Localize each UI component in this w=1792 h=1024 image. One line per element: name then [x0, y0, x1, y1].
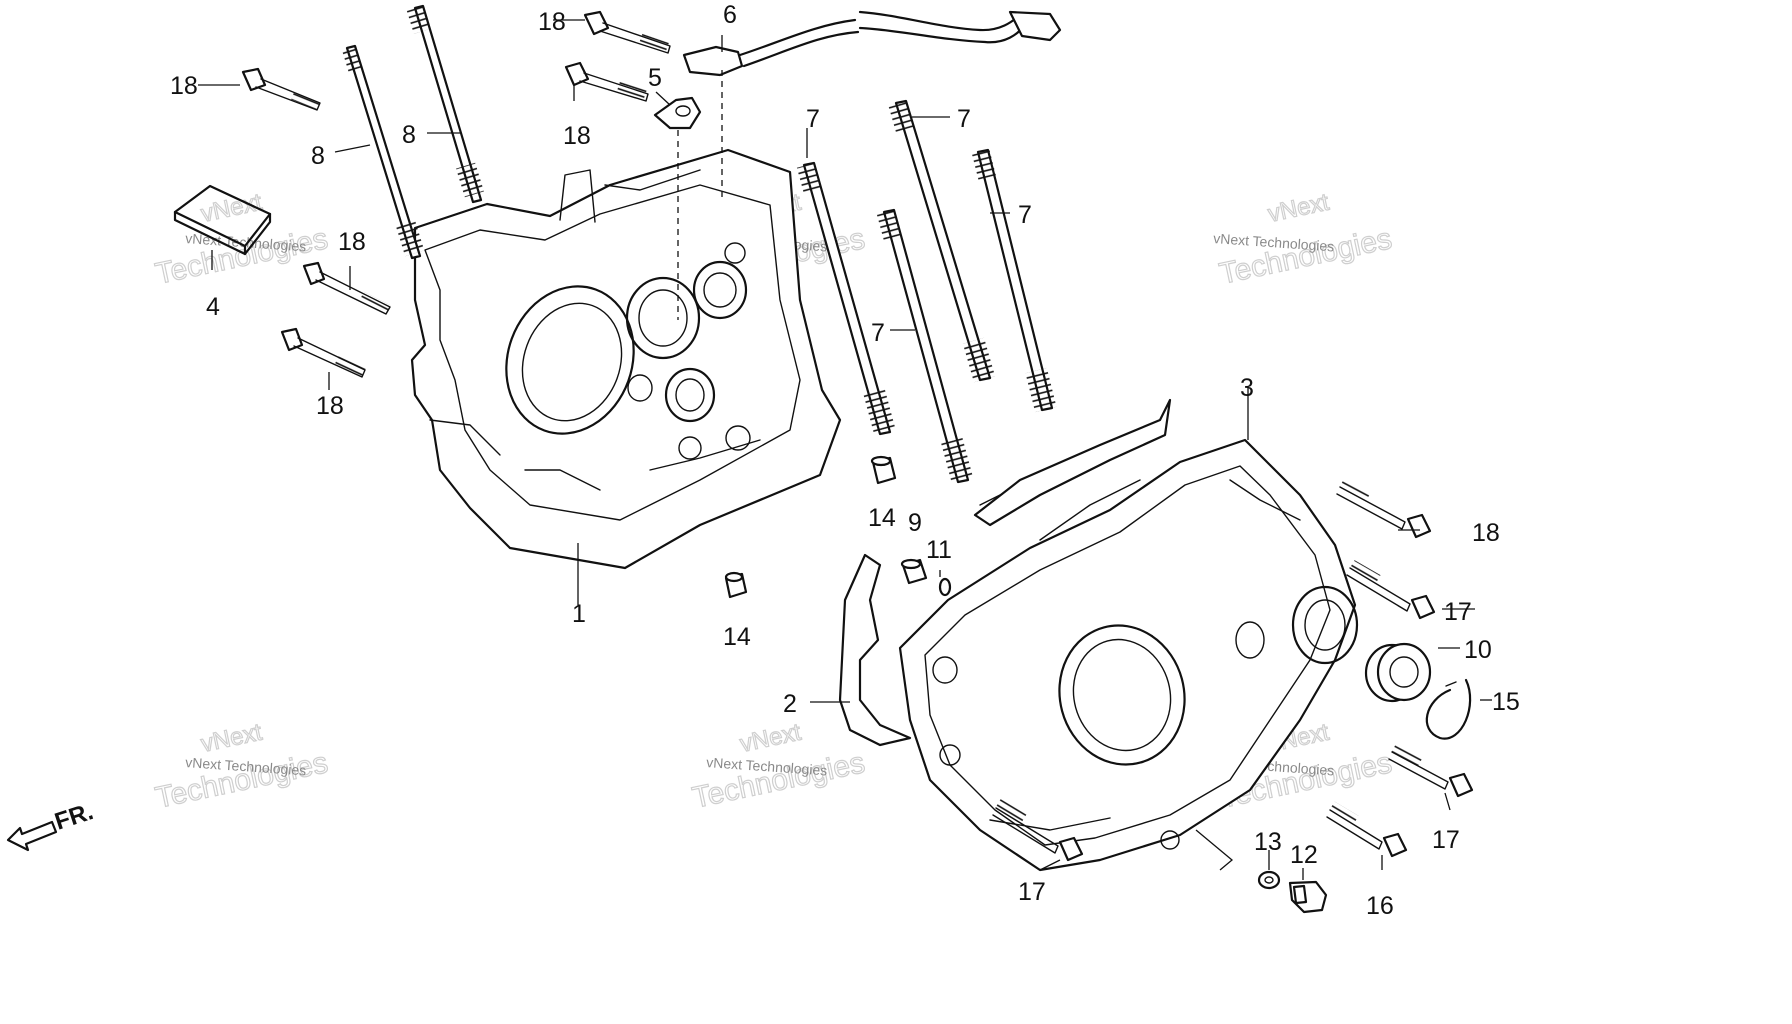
label-12: 12	[1290, 841, 1318, 869]
label-4: 4	[206, 293, 220, 321]
label-7-b: 7	[957, 105, 971, 133]
watermark-top-right: vNext Technologies vNext Technologies	[1213, 188, 1396, 291]
left-crankcase-part-1	[410, 148, 842, 570]
svg-text:vNext: vNext	[199, 719, 265, 758]
label-9: 9	[908, 509, 922, 537]
oil-seal-part-9	[900, 558, 928, 585]
watermark-bottom-left: vNext Technologies vNext Technologies	[152, 718, 331, 815]
svg-text:vNext: vNext	[199, 189, 265, 228]
dowel-pin-part-14-a	[870, 455, 897, 485]
label-18-mid-top: 18	[563, 122, 591, 150]
cable-guide-clamp-part-5	[653, 96, 702, 130]
bearing-part-10	[1364, 642, 1432, 703]
label-14-b: 14	[723, 623, 751, 651]
front-direction-arrow: FR.	[6, 798, 97, 852]
flange-bolt-part-17-a	[1346, 560, 1436, 620]
label-2: 2	[783, 690, 797, 718]
label-6: 6	[723, 1, 737, 29]
label-7-d: 7	[871, 319, 885, 347]
watermark-bottom-center: vNext Technologies vNext Technologies	[689, 718, 868, 815]
label-14-a: 14	[868, 504, 896, 532]
label-16: 16	[1366, 892, 1394, 920]
crankcase-stud-part-8-a	[406, 4, 484, 204]
label-18-top: 18	[538, 8, 566, 36]
flange-bolt-part-17-b	[1388, 743, 1474, 798]
drain-bolt-part-12	[1288, 880, 1328, 914]
label-18-right: 18	[1472, 519, 1500, 547]
crankcase-stud-part-8-b	[342, 44, 425, 260]
label-7-c: 7	[1018, 201, 1032, 229]
flange-bolt-part-18-b	[564, 61, 649, 102]
cylinder-stud-part-7-a	[796, 161, 895, 436]
cylinder-stud-part-7-d	[876, 208, 973, 484]
cylinder-stud-part-7-c	[972, 148, 1057, 413]
circlip-part-15	[1425, 678, 1472, 740]
dowel-pin-part-14-b	[724, 571, 748, 599]
assembly-dashed-lines	[677, 70, 723, 320]
label-3: 3	[1240, 374, 1254, 402]
label-11: 11	[926, 536, 952, 564]
right-crankcase-part-3	[898, 438, 1359, 872]
cylinder-stud-part-7-b	[888, 99, 996, 383]
svg-text:Technologies: Technologies	[153, 222, 331, 291]
label-18-left-top: 18	[170, 72, 198, 100]
label-18-left-mid: 18	[338, 228, 366, 256]
label-10: 10	[1464, 636, 1492, 664]
label-8-a: 8	[402, 121, 416, 149]
label-8-b: 8	[311, 142, 325, 170]
flange-bolt-part-18-a	[583, 10, 671, 54]
svg-text:vNext: vNext	[1266, 189, 1332, 228]
label-7-a: 7	[806, 105, 820, 133]
flange-bolt-part-18-f	[1336, 478, 1432, 539]
leader-lines	[198, 19, 1492, 880]
svg-text:vNext: vNext	[738, 719, 804, 758]
label-17-c: 17	[1018, 878, 1046, 906]
flange-bolt-part-18-c	[241, 67, 321, 111]
svg-text:Technologies: Technologies	[153, 746, 331, 815]
part-number-labels: 18 6 18 5 18 8 8 7 7 7 7 18 4 18 1 14 14…	[170, 1, 1520, 920]
flange-bolt-part-16	[1326, 801, 1408, 858]
direction-label: FR.	[52, 798, 97, 836]
label-15: 15	[1492, 688, 1520, 716]
flange-bolt-part-17-c	[992, 798, 1084, 862]
label-1: 1	[572, 600, 586, 628]
flange-bolt-part-18-d	[302, 261, 391, 315]
label-17-b: 17	[1432, 826, 1460, 854]
oil-strainer-screen-part-4	[173, 184, 272, 256]
crankcase-gasket-part-2	[838, 398, 1172, 747]
label-18-left-bottom: 18	[316, 392, 344, 420]
label-17-a: 17	[1444, 598, 1472, 626]
label-5: 5	[648, 64, 662, 92]
arrow-icon	[6, 820, 58, 852]
o-ring-part-11	[938, 577, 952, 597]
flange-bolt-part-18-e	[280, 327, 366, 378]
label-13: 13	[1254, 828, 1282, 856]
watermark-top-left: vNext Technologies vNext Technologies	[152, 188, 331, 291]
breather-tube-part-6	[682, 10, 1062, 77]
sealing-washer-part-13	[1257, 870, 1281, 890]
